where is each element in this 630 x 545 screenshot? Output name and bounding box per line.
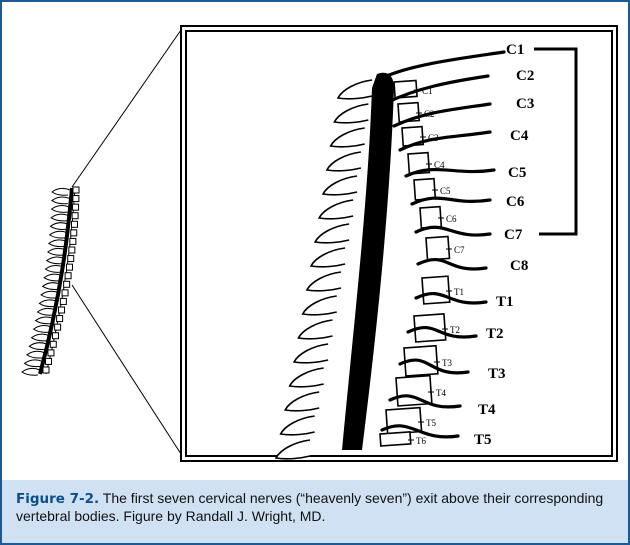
- vertebral-body: [422, 276, 450, 304]
- nerve-label: T1: [496, 294, 514, 310]
- nerve-label: T4: [478, 402, 496, 418]
- mini-vertebral-body: [69, 247, 75, 253]
- mini-vertebral-body: [73, 204, 79, 210]
- mini-spinous-process: [25, 360, 43, 367]
- mini-vertebral-body: [70, 238, 76, 244]
- caption-text: The first seven cervical nerves (“heaven…: [16, 490, 603, 524]
- mini-vertebral-body: [55, 324, 61, 330]
- mini-vertebral-body: [65, 273, 71, 279]
- nerve-label: T5: [474, 432, 492, 448]
- mini-spinous-process: [27, 351, 45, 358]
- mini-vertebral-body: [71, 221, 77, 227]
- zoom-line-bottom: [72, 285, 181, 454]
- mini-vertebral-body: [60, 298, 66, 304]
- mini-vertebral-body: [48, 350, 54, 356]
- vertebral-body: [426, 236, 449, 259]
- mini-vertebral-body: [66, 264, 72, 270]
- nerve-label: T2: [486, 326, 504, 342]
- mini-vertebral-body: [73, 187, 79, 193]
- mini-spinous-process: [51, 214, 69, 221]
- figure-caption: Figure 7-2. The first seven cervical ner…: [2, 480, 628, 543]
- nerve-label: C8: [510, 258, 528, 274]
- mini-spinous-process: [52, 197, 70, 204]
- mini-spinous-process: [22, 368, 40, 375]
- nerve-label: C6: [506, 194, 525, 210]
- vertebra-label: T1: [454, 287, 464, 297]
- vertebra-label: T4: [436, 388, 446, 398]
- vertebra-label: T3: [442, 358, 452, 368]
- mini-vertebral-body: [64, 281, 70, 287]
- mini-vertebral-body: [72, 213, 78, 219]
- mini-spinous-process: [52, 188, 70, 195]
- vertebra-label: C6: [446, 214, 457, 224]
- mini-vertebral-body: [62, 290, 68, 296]
- figure-label: Figure 7-2.: [16, 491, 99, 507]
- nerve-label: C2: [516, 68, 534, 84]
- vertebra-label: T6: [416, 436, 426, 446]
- mini-vertebral-body: [50, 341, 56, 347]
- nerve-label: T3: [488, 366, 506, 382]
- vertebral-body: [380, 432, 411, 446]
- vertebra-label: T2: [450, 325, 460, 335]
- nerve-label: C4: [510, 128, 529, 144]
- nerve-label: C7: [504, 227, 523, 243]
- nerve-label: C3: [516, 96, 534, 112]
- mini-vertebral-body: [46, 358, 52, 364]
- nerve-label: C5: [508, 165, 526, 181]
- spine-diagram: C1C2C3C4C5C6C7T1T2T3T4T5T6C1C2C3C4C5C6C7…: [2, 2, 628, 480]
- vertebral-body: [420, 207, 441, 228]
- mini-spinous-process: [52, 206, 70, 213]
- mini-spine-sketch: [22, 187, 79, 375]
- zoom-line-top: [72, 30, 181, 187]
- vertebra-label: T5: [426, 418, 436, 428]
- mini-vertebral-body: [68, 256, 74, 262]
- mini-vertebral-body: [43, 367, 49, 373]
- mini-vertebral-body: [52, 333, 58, 339]
- mini-vertebral-body: [57, 316, 63, 322]
- mini-spinous-process: [50, 223, 68, 230]
- mini-vertebral-body: [73, 196, 79, 202]
- nerve-label: C1: [506, 42, 524, 58]
- vertebra-label: C5: [440, 186, 451, 196]
- vertebra-label: C7: [454, 245, 465, 255]
- mini-vertebral-body: [59, 307, 65, 313]
- mini-vertebral-body: [71, 230, 77, 236]
